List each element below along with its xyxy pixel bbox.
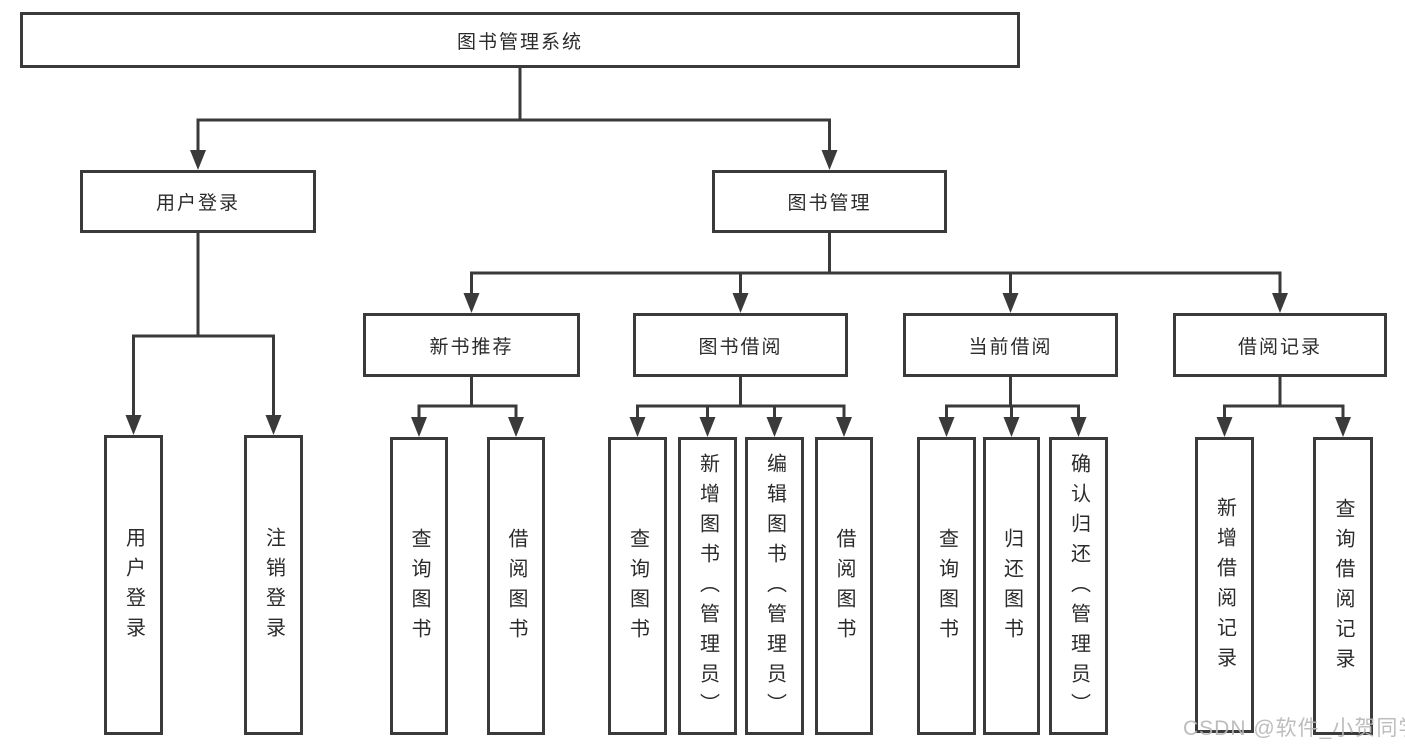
leaf-user-login: 用户登录: [104, 435, 163, 735]
leaf-borrow-books-borrowing: 借阅图书: [815, 437, 873, 735]
leaf-confirm-return-admin: 确认归还（管理员）: [1049, 437, 1108, 735]
node-user-login: 用户登录: [80, 170, 316, 233]
node-book-management: 图书管理: [712, 170, 947, 233]
csdn-watermark: CSDN @软件_小贺同学: [1183, 717, 1405, 740]
leaf-borrow-books-recommend: 借阅图书: [487, 437, 545, 735]
node-book-borrowing: 图书借阅: [633, 313, 848, 377]
leaf-query-books-recommend: 查询图书: [390, 437, 448, 735]
node-current-borrowing: 当前借阅: [903, 313, 1118, 377]
leaf-query-borrow-record: 查询借阅记录: [1313, 437, 1373, 735]
node-new-book-recommend: 新书推荐: [363, 313, 580, 377]
node-root: 图书管理系统: [20, 12, 1020, 68]
leaf-add-book-admin: 新增图书（管理员）: [678, 437, 737, 735]
leaf-query-books-current: 查询图书: [917, 437, 976, 735]
leaf-return-book: 归还图书: [983, 437, 1040, 735]
leaf-query-books-borrowing: 查询图书: [608, 437, 667, 735]
node-borrowing-records: 借阅记录: [1173, 313, 1387, 377]
leaf-edit-book-admin: 编辑图书（管理员）: [745, 437, 804, 735]
leaf-logout: 注销登录: [244, 435, 303, 735]
leaf-add-borrow-record: 新增借阅记录: [1195, 437, 1254, 733]
